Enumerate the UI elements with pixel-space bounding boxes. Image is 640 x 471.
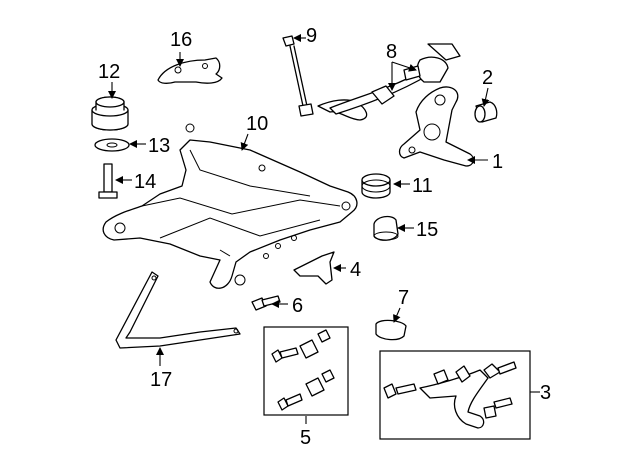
bolt-14	[98, 163, 118, 199]
callout-9: 9	[306, 25, 317, 47]
callout-5: 5	[300, 427, 311, 449]
bracket-16	[157, 57, 223, 84]
callout-16: 16	[170, 29, 192, 51]
callout-7: 7	[398, 287, 409, 309]
callout-3: 3	[540, 382, 551, 404]
callout-4: 4	[350, 259, 361, 281]
pad-7	[375, 319, 407, 341]
control-arm-3	[379, 350, 531, 440]
callout-14: 14	[134, 171, 156, 193]
stabilizer-link-9	[282, 35, 314, 117]
callout-6: 6	[292, 295, 303, 317]
callout-13: 13	[148, 135, 170, 157]
knuckle-1	[398, 86, 475, 167]
stabilizer-bar-8	[317, 43, 461, 121]
callout-1: 1	[492, 151, 503, 173]
mount-11	[361, 173, 391, 199]
washer-13	[94, 138, 130, 152]
mount-12	[91, 96, 129, 131]
callout-10: 10	[246, 113, 268, 135]
callout-11: 11	[412, 175, 433, 197]
leader-lines	[108, 34, 540, 424]
callout-2: 2	[482, 67, 493, 89]
brace-17	[115, 271, 241, 349]
hardware-kit-5	[263, 326, 349, 416]
callout-12: 12	[98, 61, 120, 83]
subframe-10	[102, 123, 358, 289]
bracket-4	[293, 251, 335, 285]
callout-8: 8	[386, 41, 397, 63]
callout-17: 17	[150, 369, 172, 391]
bushing-2	[474, 101, 498, 123]
callout-15: 15	[416, 219, 438, 241]
bushing-15	[373, 215, 399, 241]
bolt-6	[251, 295, 281, 311]
